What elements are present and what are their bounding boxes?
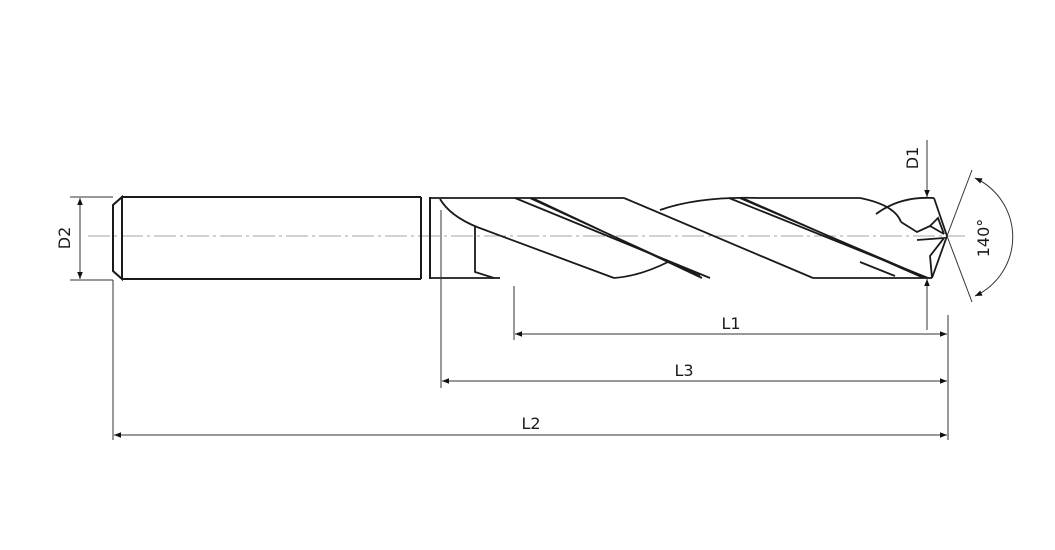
drill-flutes (430, 196, 948, 279)
label-l2: L2 (521, 414, 540, 433)
label-point-angle: 140° (974, 219, 993, 258)
label-d2: D2 (55, 227, 74, 250)
label-l1: L1 (721, 314, 740, 333)
extension-lines (112, 210, 949, 440)
drill-shank (112, 194, 431, 282)
label-l3: L3 (674, 361, 693, 380)
dimension-point-angle (946, 169, 1014, 303)
dimension-d2 (70, 196, 113, 281)
label-d1: D1 (903, 147, 922, 170)
